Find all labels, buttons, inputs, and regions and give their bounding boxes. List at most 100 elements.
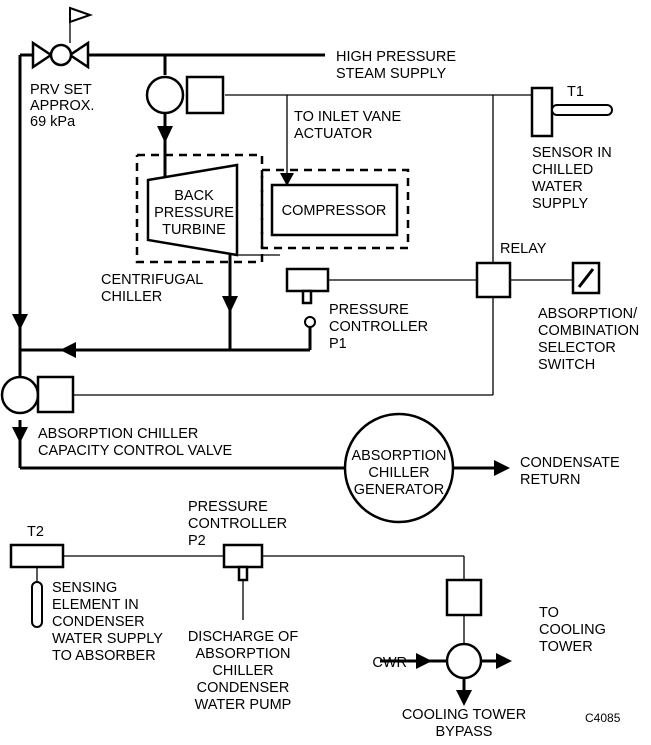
condensate-label-2: RETURN [520, 472, 580, 488]
prv-valve [31, 6, 94, 70]
p2-stem [237, 565, 249, 582]
bypass-label-1: COOLING TOWER [402, 707, 526, 723]
selector-switch [571, 261, 601, 295]
three-way-valve [380, 578, 500, 692]
inlet-vane-label-1: TO INLET VANE [294, 109, 401, 125]
cooling-tower-label-3: TOWER [539, 639, 593, 655]
turbine-symbol [146, 163, 239, 257]
capacity-valve-label-2: CAPACITY CONTROL VALVE [38, 443, 233, 459]
centrifugal-chiller [135, 153, 410, 264]
steam-label-2: STEAM SUPPLY [336, 66, 446, 82]
three-way-body [445, 642, 483, 680]
relay-label: RELAY [500, 241, 547, 257]
sensor-chw-label-1: SENSOR IN [532, 145, 612, 161]
discharge-label-3: CHILLER [212, 663, 273, 679]
cwr-label: CWR [372, 655, 407, 671]
turbine-steam-valve [145, 75, 225, 115]
pressure-controller-p2 [222, 543, 264, 582]
chiller-dashed-boundary-right [260, 168, 410, 250]
steam-label-1: HIGH PRESSURE [336, 49, 456, 65]
centrifugal-label-2: CHILLER [101, 289, 162, 305]
turbine-label-3: TURBINE [162, 222, 226, 238]
labels: PRV SET APPROX. 69 kPa HIGH PRESSURE STE… [27, 49, 639, 740]
arrow-down-turbine [157, 126, 173, 143]
selector-label-1: ABSORPTION/ [538, 306, 638, 322]
bypass-label-2: BYPASS [436, 724, 493, 740]
p1-label-2: CONTROLLER [329, 319, 428, 335]
sensing-element-label-4: WATER SUPPLY [52, 631, 163, 647]
cooling-tower-label-2: COOLING [539, 622, 606, 638]
centrifugal-label-1: CENTRIFUGAL [101, 272, 203, 288]
arrow-down-main-left [12, 314, 28, 330]
control-lines [63, 94, 573, 645]
valve-body [145, 75, 185, 115]
flag-icon [69, 6, 94, 24]
three-way-actuator [445, 578, 483, 617]
t2-probe [31, 581, 43, 628]
p1-label-3: P1 [329, 336, 347, 352]
t1-label: T1 [567, 84, 584, 100]
prv-label-1: PRV SET [30, 82, 92, 98]
p1-label-1: PRESSURE [329, 302, 409, 318]
sensing-element-label-5: TO ABSORBER [52, 648, 156, 664]
relay-box [475, 261, 512, 299]
figure-id: C4085 [585, 711, 621, 725]
discharge-label-4: CONDENSER [197, 680, 290, 696]
capacity-valve-label-1: ABSORPTION CHILLER [38, 426, 198, 442]
chiller-dashed-boundary-left [135, 153, 264, 264]
arrow-down-turbine-exhaust [222, 296, 238, 313]
cooling-tower-label-1: TO [539, 605, 559, 621]
capacity-valve-body [0, 375, 40, 415]
pressure-controller-p1 [285, 267, 330, 328]
arrow-left-exhaust [60, 342, 76, 358]
steam-piping [18, 53, 500, 470]
p2-label-2: CONTROLLER [188, 516, 287, 532]
inlet-vane-label-2: ACTUATOR [294, 126, 372, 142]
turbine-label-1: BACK [174, 188, 214, 204]
turbine-label-2: PRESSURE [154, 205, 234, 221]
discharge-label-5: WATER PUMP [195, 697, 292, 713]
flow-arrows [12, 126, 512, 706]
arrow-down-capacity-valve [12, 427, 28, 443]
sensing-element-label-2: ELEMENT IN [52, 597, 139, 613]
valve-actuator [185, 75, 225, 115]
p1-stem [301, 289, 313, 305]
prv-body-right [67, 40, 90, 70]
selector-label-4: SWITCH [538, 357, 595, 373]
t2-housing [9, 543, 65, 569]
sensing-element-label-3: CONDENSER [52, 614, 145, 630]
prv-body-left [31, 40, 54, 70]
t2-label: T2 [27, 524, 44, 540]
arrow-down-bypass [456, 690, 472, 706]
p2-label-3: P2 [188, 533, 206, 549]
p2-label-1: PRESSURE [188, 499, 268, 515]
prv-label-2: APPROX. [30, 98, 94, 114]
sensing-element-label-1: SENSING [52, 580, 117, 596]
p1-sensing-bulb [304, 316, 316, 328]
prv-ball [49, 43, 73, 67]
selector-label-2: COMBINATION [538, 323, 639, 339]
discharge-label-2: ABSORPTION [195, 646, 290, 662]
prv-label-3: 69 kPa [30, 114, 76, 130]
sensor-housing [530, 86, 554, 138]
compressor-box [270, 183, 399, 237]
capacity-control-valve [0, 375, 75, 415]
compressor-label: COMPRESSOR [282, 203, 387, 219]
t2-sensor [9, 543, 65, 628]
discharge-label-1: DISCHARGE OF [188, 629, 299, 645]
arrow-down-inlet-vane [280, 173, 294, 186]
arrow-right-cooling-tower [496, 653, 512, 669]
p2-body [222, 543, 264, 569]
generator-label-1: ABSORPTION [351, 448, 446, 464]
capacity-valve-actuator [36, 375, 75, 414]
generator-label-2: CHILLER [368, 465, 429, 481]
switch-slash [577, 268, 595, 288]
sensor-probe [551, 104, 613, 116]
sensor-chw-label-2: CHILLED [532, 162, 593, 178]
generator-label-3: GENERATOR [354, 482, 445, 498]
t1-sensor [530, 86, 613, 138]
sensor-chw-label-3: WATER [532, 179, 583, 195]
selector-label-3: SELECTOR [538, 340, 616, 356]
sensor-chw-label-4: SUPPLY [532, 196, 588, 212]
